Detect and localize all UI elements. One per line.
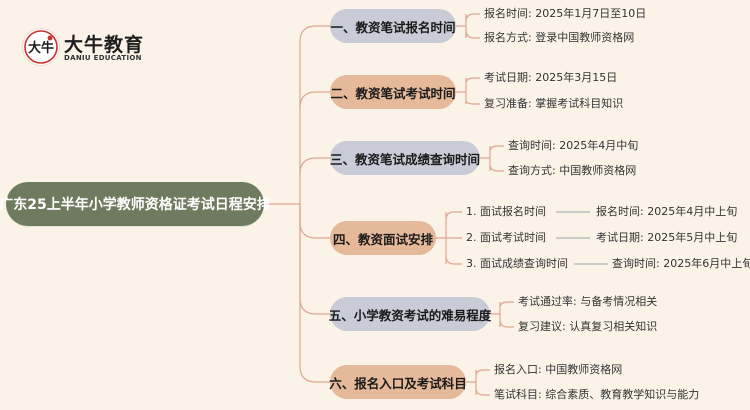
trunk-connector-1 — [299, 25, 330, 204]
branch-1-leaf-1: 报名时间: 2025年1月7日至10日 — [484, 7, 647, 20]
branch-2-connector — [456, 77, 480, 105]
branch-4-item-1-label: 1. 面试报名时间 — [466, 205, 546, 218]
branch-3-connector — [480, 145, 504, 172]
trunk-connector-3 — [299, 157, 330, 175]
logo-mark-icon: 大牛 — [22, 28, 60, 66]
branch-6-connector — [466, 369, 490, 396]
branch-3-leaf-1: 查询时间: 2025年4月中旬 — [508, 139, 639, 152]
branch-4-connector — [436, 211, 462, 265]
branch-1-leaf-2: 报名方式: 登录中国教师资格网 — [484, 31, 635, 44]
trunk-connector-4 — [299, 204, 330, 239]
branch-6-leaf-2: 笔试科目: 综合素质、教育教学知识与能力 — [494, 388, 700, 401]
branch-5-leaf-2: 复习建议: 认真复习相关知识 — [518, 320, 658, 333]
branch-6-leaf-1: 报名入口: 中国教师资格网 — [494, 363, 623, 376]
branch-2-leaf-1: 考试日期: 2025年3月15日 — [484, 71, 618, 84]
branch-5-connector — [490, 301, 514, 328]
logo-name-en: DANIU EDUCATION — [64, 54, 142, 62]
logo-mark-text: 大牛 — [28, 40, 54, 56]
logo-name-cn: 大牛教育 — [64, 34, 145, 56]
branch-4-item-3-detail: 查询时间: 2025年6月中上旬 — [612, 257, 750, 270]
root-topic: 广东25上半年小学教师资格证考试日程安排 — [0, 182, 271, 226]
trunk-connector-6 — [299, 204, 330, 383]
branch-6-topic: 六、报名入口及考试科目 — [329, 365, 467, 399]
branch-2-leaf-2: 复习准备: 掌握考试科目知识 — [484, 97, 624, 110]
branch-4-item-3-label: 3. 面试成绩查询时间 — [466, 257, 568, 270]
branch-4-topic: 四、教资面试安排 — [330, 221, 436, 255]
branch-5-topic: 五、小学教资考试的难易程度 — [329, 297, 491, 331]
branch-4-item-2-detail: 考试日期: 2025年5月中上旬 — [596, 231, 738, 244]
branch-1-topic: 一、教资笔试报名时间 — [330, 9, 456, 43]
trunk-connector-2 — [299, 91, 330, 109]
branch-2-topic: 二、教资笔试考试时间 — [330, 75, 456, 109]
branch-4-item-1-detail: 报名时间: 2025年4月中上旬 — [596, 205, 738, 218]
branch-5-leaf-1: 考试通过率: 与备考情况相关 — [518, 295, 658, 308]
trunk-connector-5 — [299, 204, 330, 315]
brand-logo: 大牛 大牛教育 DANIU EDUCATION — [22, 26, 152, 66]
branch-3-leaf-2: 查询方式: 中国教师资格网 — [508, 164, 637, 177]
branch-4-item-2-label: 2. 面试考试时间 — [466, 231, 546, 244]
branch-1-connector — [456, 13, 480, 39]
branch-3-topic: 三、教资笔试成绩查询时间 — [330, 141, 480, 175]
